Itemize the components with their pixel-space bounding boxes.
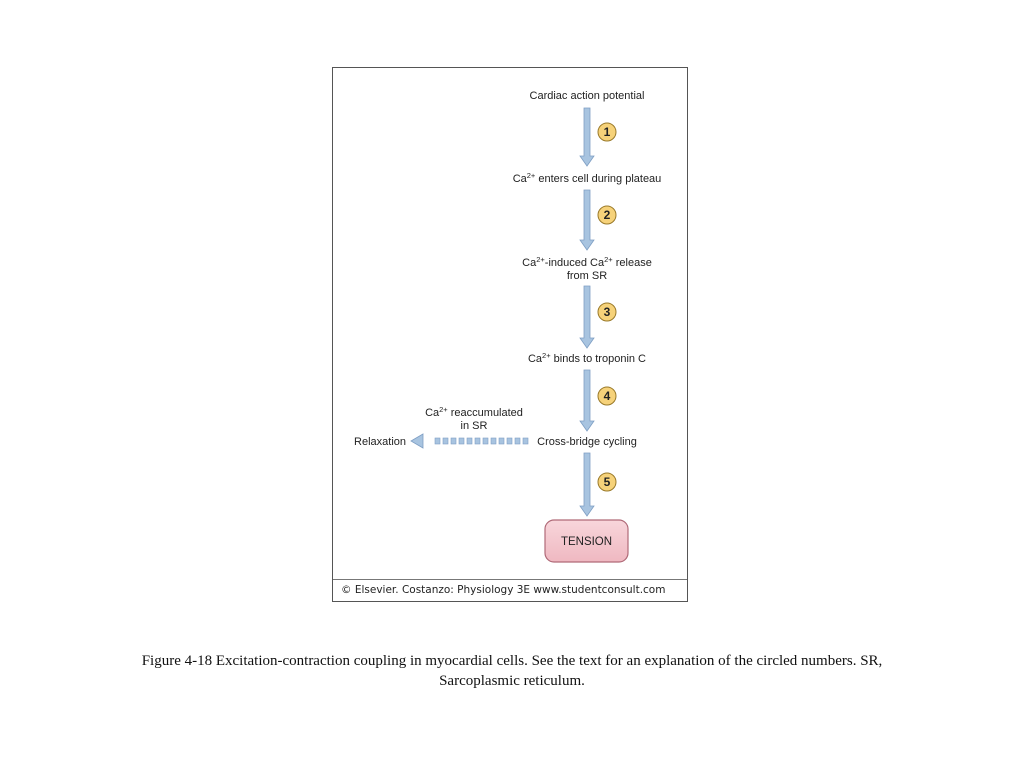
step-label-ca-release: Ca2+-induced Ca2+ release	[522, 255, 652, 270]
down-arrow-icon	[579, 452, 595, 517]
step-number-3-icon: 3	[597, 302, 617, 322]
figure-panel: Cardiac action potential Ca2+ enters cel…	[332, 67, 688, 602]
svg-text:3: 3	[604, 305, 611, 319]
down-arrow-icon	[579, 107, 595, 167]
step-label-cross-bridge: Cross-bridge cycling	[537, 436, 637, 448]
svg-text:4: 4	[604, 389, 611, 403]
step-number-5-icon: 5	[597, 472, 617, 492]
dashed-left-arrow-icon	[410, 433, 529, 449]
figure-caption: Figure 4-18 Excitation-contraction coupl…	[60, 651, 964, 691]
step-number-1-icon: 1	[597, 122, 617, 142]
down-arrow-icon	[579, 189, 595, 251]
step-label-ca-enters: Ca2+ enters cell during plateau	[513, 171, 662, 186]
caption-line-1: Figure 4-18 Excitation-contraction coupl…	[141, 653, 883, 669]
step-number-4-icon: 4	[597, 386, 617, 406]
copyright-credit: © Elsevier. Costanzo: Physiology 3E www.…	[333, 579, 687, 601]
relaxation-label: Relaxation	[354, 436, 406, 448]
tension-box: TENSION	[544, 519, 629, 563]
flow-diagram: Cardiac action potential Ca2+ enters cel…	[354, 90, 662, 563]
down-arrow-icon	[579, 285, 595, 349]
svg-text:2: 2	[604, 208, 611, 222]
step-number-2-icon: 2	[597, 205, 617, 225]
tension-label: TENSION	[561, 536, 612, 548]
svg-text:1: 1	[604, 125, 611, 139]
step-label-troponin: Ca2+ binds to troponin C	[528, 351, 646, 366]
reaccumulated-label-line2: in SR	[461, 420, 488, 432]
down-arrow-icon	[579, 369, 595, 432]
reaccumulated-label: Ca2+ reaccumulated	[425, 405, 523, 420]
step-label-ca-release-line2: from SR	[567, 270, 607, 282]
step-label-action-potential: Cardiac action potential	[530, 90, 645, 102]
svg-text:5: 5	[604, 475, 611, 489]
caption-line-2: Sarcoplasmic reticulum.	[439, 673, 585, 689]
